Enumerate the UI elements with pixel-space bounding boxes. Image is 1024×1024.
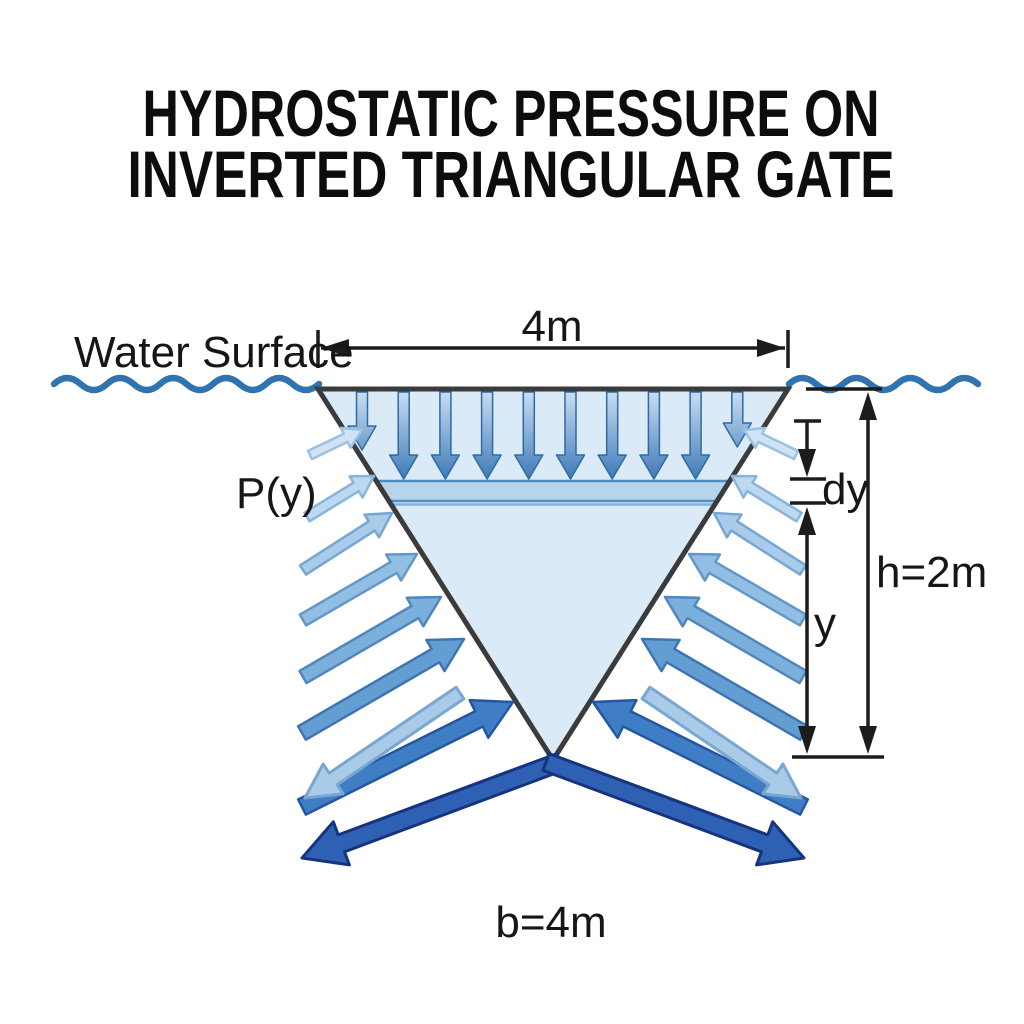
- right-pressure-arrows: [541, 426, 810, 867]
- outward-resultant-arrow: [541, 752, 806, 867]
- left-pressure-arrows: [296, 426, 565, 867]
- side-pressure-arrow: [640, 637, 810, 741]
- side-pressure-arrow: [298, 595, 443, 685]
- side-pressure-arrow: [687, 552, 808, 627]
- down-pressure-arrow: [597, 391, 627, 480]
- outward-resultant-arrow: [300, 752, 565, 867]
- outward-resultant-arrow: [640, 685, 803, 800]
- down-pressure-arrow: [388, 391, 419, 480]
- side-pressure-arrow: [298, 511, 394, 576]
- top-width-label: 4m: [521, 302, 582, 351]
- side-pressure-arrow: [663, 595, 808, 685]
- side-pressure-arrow: [303, 474, 376, 523]
- down-pressure-arrow: [722, 391, 753, 448]
- dimension-strip-thickness: [790, 419, 826, 505]
- outward-resultant-arrow: [303, 685, 466, 800]
- dimension-depth-y: [798, 507, 816, 754]
- base-width-label: b=4m: [495, 898, 606, 947]
- down-pressure-arrow: [430, 391, 461, 480]
- pressure-function-label: P(y): [236, 469, 317, 518]
- strip-thickness-label: dy: [822, 465, 868, 514]
- down-pressure-arrow: [555, 391, 586, 480]
- side-pressure-arrow: [712, 511, 808, 576]
- down-pressure-arrow: [639, 391, 669, 480]
- total-height-label: h=2m: [876, 548, 987, 597]
- down-pressure-arrow: [514, 391, 544, 480]
- depth-variable-label: y: [814, 599, 836, 648]
- dimension-top-width: [316, 330, 790, 368]
- title-line-2: INVERTED TRIANGULAR GATE: [128, 137, 895, 211]
- side-pressure-arrow: [306, 426, 364, 461]
- side-pressure-arrow: [298, 552, 419, 627]
- title-line-1: HYDROSTATIC PRESSURE ON: [143, 76, 880, 150]
- side-pressure-arrow: [742, 426, 800, 461]
- dimension-total-height: [792, 387, 884, 759]
- water-wave-right: [785, 374, 982, 394]
- water-surface-label: Water Surface: [74, 328, 354, 377]
- side-pressure-arrow: [591, 698, 810, 816]
- down-pressure-arrow: [680, 391, 711, 480]
- water-wave-left: [50, 374, 323, 394]
- gate-outline: [313, 386, 793, 765]
- side-pressure-arrow: [730, 474, 803, 523]
- side-pressure-arrow: [296, 637, 466, 741]
- down-pressure-arrow: [472, 391, 502, 480]
